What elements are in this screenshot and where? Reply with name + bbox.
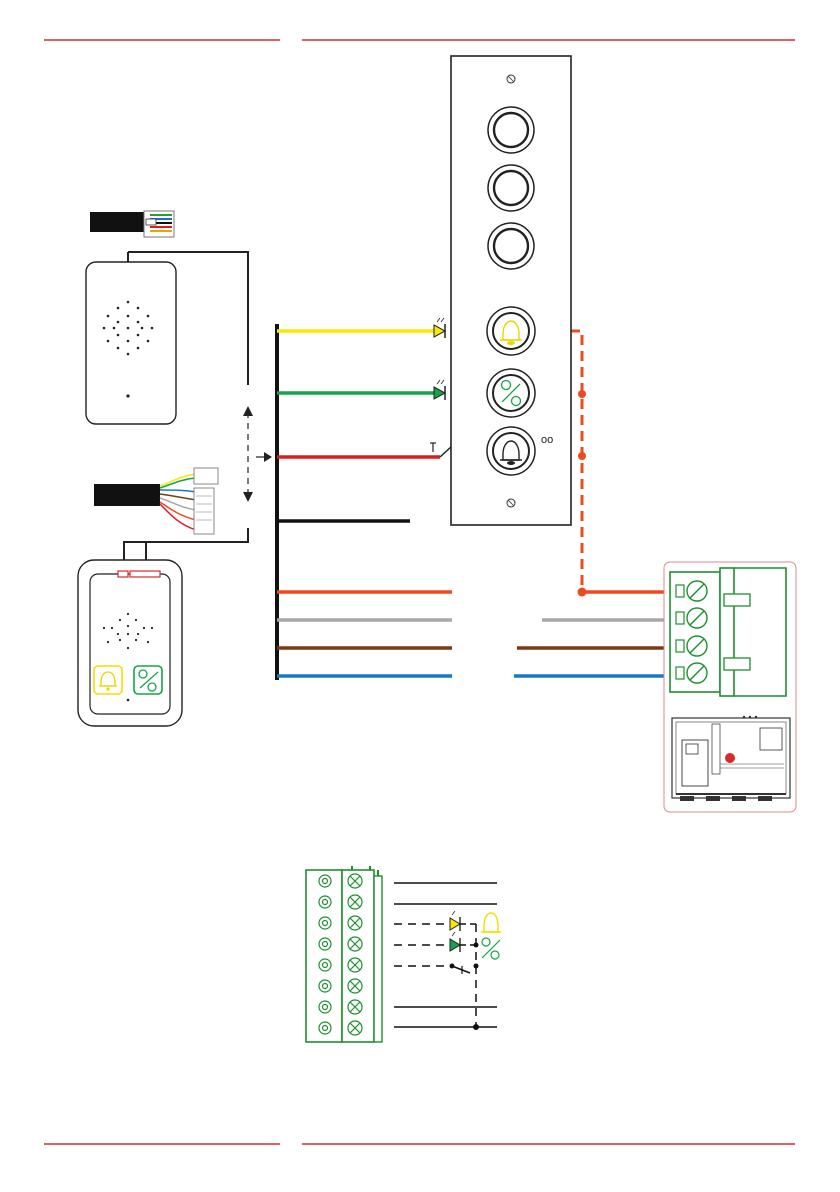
selector-arrows — [243, 406, 272, 502]
switch-icon — [450, 964, 479, 975]
bell-icon — [481, 913, 501, 932]
flat-cable-connector — [90, 211, 174, 237]
panel-button-door-release — [487, 369, 535, 417]
multi-wire-connector — [94, 468, 218, 534]
panel-button-2 — [488, 165, 534, 211]
panel-button-3 — [488, 223, 534, 269]
control-board — [672, 716, 790, 801]
bell-marker-label: oo — [541, 434, 553, 446]
terminal-block-top — [664, 562, 796, 812]
led-icon — [450, 932, 460, 952]
speaker-unit-bottom — [78, 528, 248, 726]
panel-button-call-bell — [487, 307, 535, 355]
speaker-unit-top — [86, 252, 248, 424]
bell-icon — [94, 666, 122, 694]
door-key-icon — [482, 938, 500, 959]
door-key-icon — [134, 666, 162, 694]
door-station-panel: oo — [451, 56, 571, 525]
switch-icon — [430, 443, 452, 457]
led-icon — [434, 318, 445, 338]
led-icon — [434, 380, 445, 400]
terminal-schematic-bottom — [306, 866, 501, 1042]
led-icon — [450, 911, 460, 931]
panel-button-1 — [488, 107, 534, 153]
